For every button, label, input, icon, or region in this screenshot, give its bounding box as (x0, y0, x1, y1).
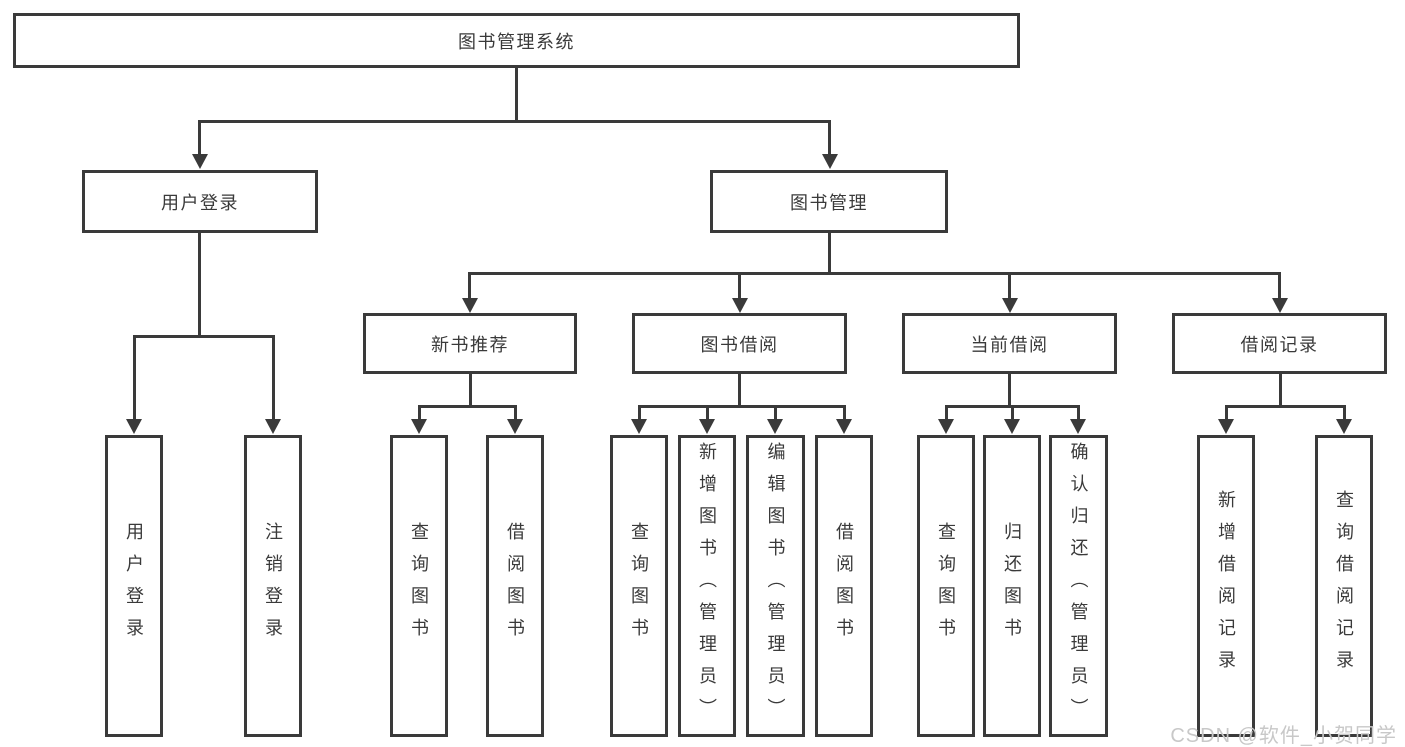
arrow-down-icon (699, 419, 715, 434)
node-label: 用户登录 (161, 192, 239, 213)
node-label: 编辑图书（管理员） (765, 442, 786, 730)
connector-drop-leaf (843, 405, 846, 419)
arrow-down-icon (192, 154, 208, 169)
connector-drop-current-borrow (1008, 272, 1011, 298)
connector-drop-borrow-record (1278, 272, 1281, 298)
arrow-down-icon (767, 419, 783, 434)
node-label: 归还图书 (1002, 522, 1022, 650)
leaf-borrow-books: 借阅图书 (815, 435, 873, 737)
leaf-edit-books-admin: 编辑图书（管理员） (746, 435, 805, 737)
node-label: 借阅图书 (505, 522, 525, 650)
arrow-down-icon (1272, 298, 1288, 313)
connector-new-book-bus (418, 405, 517, 408)
leaf-borrow-books-recommend: 借阅图书 (486, 435, 544, 737)
leaf-add-books-admin: 新增图书（管理员） (678, 435, 736, 737)
connector-root-stem (515, 68, 518, 120)
arrow-down-icon (1336, 419, 1352, 434)
leaf-return-books: 归还图书 (983, 435, 1041, 737)
arrow-down-icon (462, 298, 478, 313)
arrow-down-icon (822, 154, 838, 169)
connector-book-borrow-stem (738, 374, 741, 405)
node-label: 新增借阅记录 (1216, 490, 1236, 682)
connector-drop-leaf (133, 335, 136, 419)
leaf-add-borrow-record: 新增借阅记录 (1197, 435, 1255, 737)
connector-drop-leaf (774, 405, 777, 419)
connector-drop-leaf (706, 405, 709, 419)
arrow-down-icon (411, 419, 427, 434)
connector-drop-leaf (638, 405, 641, 419)
node-label: 查询图书 (936, 522, 956, 650)
node-root-system: 图书管理系统 (13, 13, 1020, 68)
arrow-down-icon (938, 419, 954, 434)
connector-book-mgmt-stem (828, 233, 831, 272)
node-current-borrowing: 当前借阅 (902, 313, 1117, 374)
csdn-watermark: CSDN @软件_小贺同学 (1170, 725, 1397, 747)
connector-drop-user-login (198, 120, 201, 154)
connector-drop-book-mgmt (828, 120, 831, 154)
leaf-query-books-borrowing: 查询图书 (610, 435, 668, 737)
connector-drop-leaf (945, 405, 948, 419)
connector-root-bus (198, 120, 831, 123)
arrow-down-icon (732, 298, 748, 313)
node-label: 图书管理系统 (458, 31, 575, 52)
leaf-logout: 注销登录 (244, 435, 302, 737)
node-label: 查询图书 (409, 522, 429, 650)
node-label: 图书管理 (790, 192, 868, 213)
node-book-borrowing: 图书借阅 (632, 313, 847, 374)
connector-drop-book-borrow (738, 272, 741, 298)
connector-drop-leaf (418, 405, 421, 419)
node-label: 借阅图书 (834, 522, 854, 650)
node-label: 注销登录 (263, 522, 283, 650)
connector-user-login-stem (198, 233, 201, 335)
arrow-down-icon (507, 419, 523, 434)
node-label: 新书推荐 (431, 334, 509, 355)
arrow-down-icon (265, 419, 281, 434)
arrow-down-icon (631, 419, 647, 434)
leaf-user-login: 用户登录 (105, 435, 163, 737)
node-label: 查询借阅记录 (1334, 490, 1354, 682)
connector-drop-new-book (468, 272, 471, 298)
arrow-down-icon (836, 419, 852, 434)
connector-user-login-bus (133, 335, 275, 338)
connector-drop-leaf (1225, 405, 1228, 419)
leaf-query-borrow-record: 查询借阅记录 (1315, 435, 1373, 737)
leaf-query-books-current: 查询图书 (917, 435, 975, 737)
node-book-management: 图书管理 (710, 170, 948, 233)
node-user-login: 用户登录 (82, 170, 318, 233)
connector-book-mgmt-bus (469, 272, 1281, 275)
arrow-down-icon (1004, 419, 1020, 434)
node-label: 查询图书 (629, 522, 649, 650)
node-label: 借阅记录 (1240, 334, 1319, 355)
leaf-confirm-return-admin: 确认归还（管理员） (1049, 435, 1108, 737)
node-label: 确认归还（管理员） (1068, 442, 1089, 730)
node-label: 新增图书（管理员） (697, 442, 717, 730)
connector-drop-leaf (1011, 405, 1014, 419)
connector-new-book-stem (469, 374, 472, 405)
connector-drop-leaf (272, 335, 275, 419)
node-label: 图书借阅 (700, 334, 779, 355)
connector-drop-leaf (514, 405, 517, 419)
connector-drop-leaf (1077, 405, 1080, 419)
connector-current-borrow-stem (1008, 374, 1011, 405)
connector-book-borrow-bus (638, 405, 846, 408)
node-new-book-recommend: 新书推荐 (363, 313, 577, 374)
connector-drop-leaf (1343, 405, 1346, 419)
connector-borrow-record-stem (1279, 374, 1282, 405)
arrow-down-icon (1070, 419, 1086, 434)
arrow-down-icon (126, 419, 142, 434)
arrow-down-icon (1218, 419, 1234, 434)
node-borrowing-records: 借阅记录 (1172, 313, 1387, 374)
leaf-query-books-recommend: 查询图书 (390, 435, 448, 737)
connector-borrow-record-bus (1225, 405, 1346, 408)
arrow-down-icon (1002, 298, 1018, 313)
node-label: 用户登录 (124, 522, 144, 650)
node-label: 当前借阅 (970, 334, 1049, 355)
